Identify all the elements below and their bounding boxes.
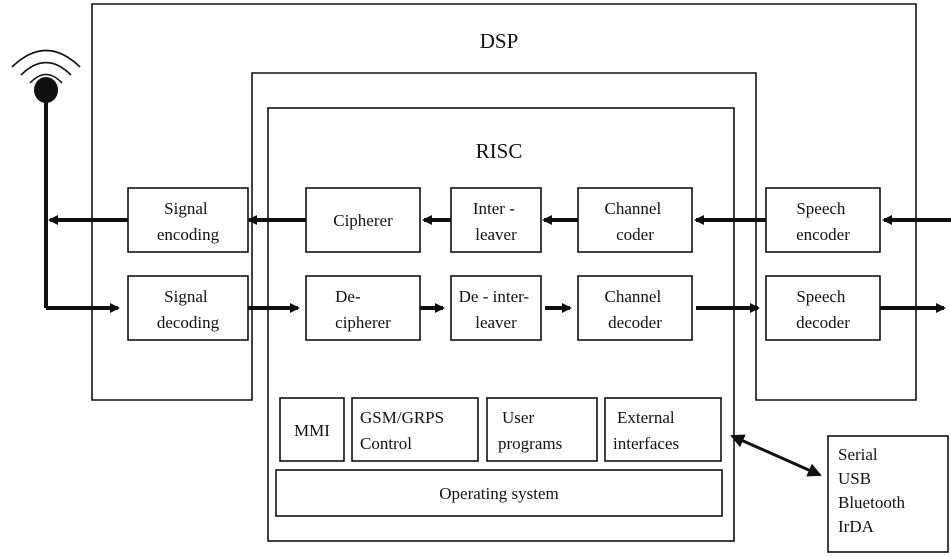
mmi-block	[279, 397, 345, 462]
interfaces-panel: Serial USB Bluetooth IrDA	[827, 435, 949, 553]
antenna-icon	[11, 49, 81, 308]
risc-region	[267, 107, 735, 542]
gsm-control-block	[351, 397, 479, 462]
signal-encoding-label: Signal encoding	[157, 199, 220, 244]
rx-chain: Signal decoding De- cipherer De - inter-…	[127, 275, 881, 341]
dsp-region	[91, 3, 917, 401]
software-blocks: MMI GSM/GRPS Control User programs Exter…	[275, 397, 723, 517]
mmi-label: MMI	[294, 421, 330, 440]
decipherer-label: De- cipherer	[335, 287, 391, 332]
decipherer-block	[305, 275, 421, 341]
dsp-label: DSP	[480, 29, 519, 53]
channel-decoder-block	[577, 275, 693, 341]
operating-system-label: Operating system	[439, 484, 558, 503]
operating-system-block	[275, 469, 723, 517]
speech-decoder-block	[765, 275, 881, 341]
signal-arrows	[46, 215, 951, 477]
interface-irda: IrDA	[838, 517, 875, 536]
signal-encoding-block	[127, 187, 249, 253]
risc-label: RISC	[476, 139, 523, 163]
interleaver-label: Inter - leaver	[473, 199, 519, 244]
interface-usb: USB	[838, 469, 871, 488]
channel-coder-label: Channel coder	[605, 199, 666, 244]
external-interfaces-block	[604, 397, 722, 462]
deinterleaver-block	[450, 275, 542, 341]
speech-decoder-label: Speech decoder	[796, 287, 850, 332]
arrow-external-interfaces-link	[730, 434, 822, 477]
channel-decoder-label: Channel decoder	[605, 287, 666, 332]
speech-encoder-label: Speech encoder	[796, 199, 850, 244]
tx-chain: Signal encoding Cipherer Inter - leaver …	[127, 187, 881, 253]
gsm-control-label: GSM/GRPS Control	[360, 408, 448, 453]
interface-serial: Serial	[838, 445, 878, 464]
cipherer-block	[305, 187, 421, 253]
interface-bluetooth: Bluetooth	[838, 493, 906, 512]
cipherer-label: Cipherer	[333, 211, 393, 230]
interfaces-box	[827, 435, 949, 553]
interfaces-list: Serial USB Bluetooth IrDA	[838, 445, 909, 536]
user-programs-label: User programs	[498, 408, 562, 453]
external-interfaces-label: External interfaces	[613, 408, 679, 453]
channel-coder-block	[577, 187, 693, 253]
signal-decoding-block	[127, 275, 249, 341]
deinterleaver-label: De - inter- leaver	[459, 287, 534, 332]
speech-encoder-block	[765, 187, 881, 253]
signal-decoding-label: Signal decoding	[157, 287, 220, 332]
user-programs-block	[486, 397, 598, 462]
interleaver-block	[450, 187, 542, 253]
